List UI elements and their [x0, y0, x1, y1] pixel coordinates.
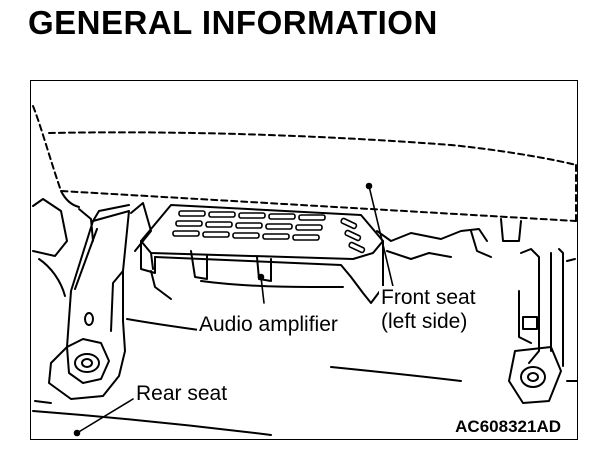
page-heading: GENERAL INFORMATION — [28, 4, 438, 41]
front-seat-rail — [376, 218, 522, 260]
audio-amplifier-label: Audio amplifier — [197, 313, 340, 337]
callout-leaders — [73, 182, 397, 437]
figure-code: AC608321AD — [453, 417, 563, 437]
rear-seat-label: Rear seat — [134, 382, 230, 406]
front-seat-callout: Front seat (left side) — [379, 286, 503, 334]
front-seat-label: Front seat — [381, 286, 476, 309]
line-drawing — [32, 105, 577, 437]
front-seat-cushion-outline — [32, 105, 577, 222]
right-seat-leg — [508, 248, 577, 404]
line-drawing-figure: Front seat (left side) Audio amplifier R… — [30, 80, 578, 440]
rear-seat-bracket — [48, 202, 152, 400]
audio-amplifier-unit — [140, 204, 384, 304]
front-seat-side-label: (left side) — [381, 310, 468, 333]
left-pillar-structure — [32, 198, 94, 297]
